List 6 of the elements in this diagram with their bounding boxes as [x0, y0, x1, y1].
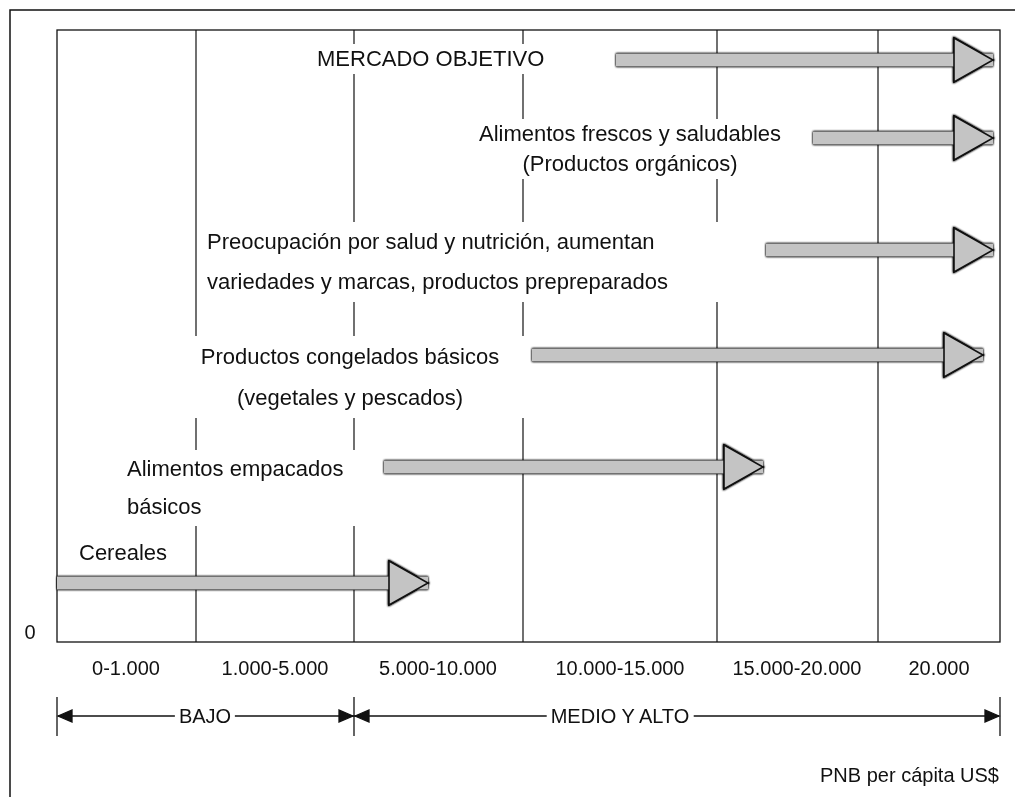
block-arrow — [532, 332, 984, 378]
block-arrow — [616, 37, 994, 83]
block-arrow — [384, 444, 764, 490]
block-arrow — [57, 560, 429, 606]
block-arrow — [813, 115, 994, 161]
block-arrow — [766, 227, 994, 273]
